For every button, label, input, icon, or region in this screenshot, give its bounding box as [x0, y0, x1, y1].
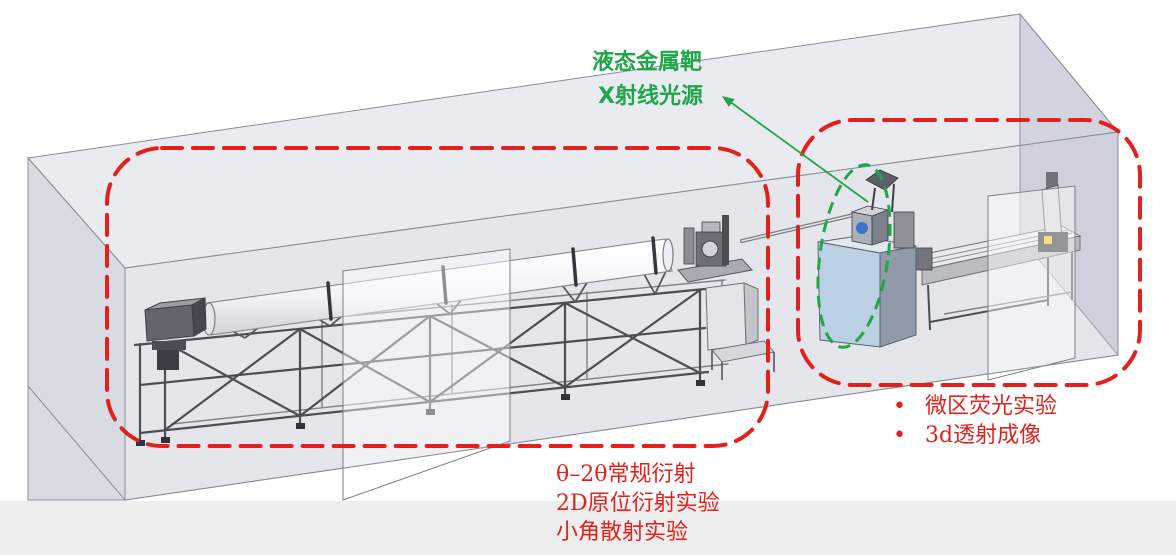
frame-brace	[428, 301, 567, 404]
tube-bracket	[244, 327, 259, 339]
tube-clamp	[571, 247, 578, 287]
right-station-item-label: 3d透射成像	[925, 423, 1042, 448]
detector-front	[144, 304, 195, 342]
frame-foot	[696, 380, 705, 386]
frame-foot	[161, 437, 170, 443]
tube-bracket	[654, 270, 667, 295]
detector-side	[191, 297, 207, 337]
left-station-line: 2D原位衍射实验	[556, 491, 720, 516]
bench-leg	[927, 284, 931, 331]
tube-bracket	[435, 302, 451, 315]
tube-clamp	[651, 236, 658, 275]
inner-wall-left	[342, 248, 511, 501]
goniometer	[677, 215, 775, 380]
tube-bracket	[449, 298, 463, 315]
frame-bottom-rail	[138, 370, 710, 435]
bullet: •	[893, 394, 906, 419]
tube-bracket	[561, 284, 576, 303]
frame-top-rail	[133, 287, 707, 347]
cabinet-panel	[893, 211, 915, 249]
goniometer-arm	[683, 227, 695, 265]
cabinet-front	[817, 241, 881, 348]
imaging-detector	[1038, 172, 1068, 252]
enclosure-floor-edge	[27, 385, 126, 501]
frame-brace	[563, 288, 702, 389]
source-label-line: 液态金属靶	[592, 50, 703, 75]
source-tower-strut	[871, 187, 876, 211]
detector-mount	[152, 341, 186, 350]
flight-tube-end	[662, 238, 674, 272]
frame-back-rail	[171, 363, 729, 425]
control-cabinet-front	[705, 282, 747, 351]
bench-base-rail	[929, 299, 1049, 323]
left-detector	[144, 297, 207, 370]
bullet: •	[893, 423, 906, 448]
left-station-line: 小角散射实验	[556, 520, 689, 545]
source-window	[856, 222, 868, 234]
detector-marker	[1044, 236, 1052, 244]
footer-band	[0, 501, 1176, 555]
tube-bracket	[574, 280, 589, 303]
frame-foot	[426, 409, 435, 415]
source-label: 液态金属靶 X射线光源	[592, 46, 703, 114]
detector-stand	[157, 350, 179, 370]
left-station-line: θ–2θ常规衍射	[556, 462, 696, 487]
frame-brace	[163, 327, 302, 432]
bench-base-rail	[943, 291, 1073, 315]
inner-wall-right	[987, 185, 1076, 381]
frame-brace	[298, 314, 432, 418]
left-support-frame	[133, 279, 729, 446]
source-tower-strut	[891, 183, 895, 213]
right-station-item: • 3d透射成像	[893, 421, 1057, 450]
frame-foot	[136, 440, 145, 446]
frame-foot	[561, 394, 570, 400]
source-cabinet	[817, 169, 917, 348]
frame-mid-rail	[138, 326, 707, 387]
goniometer-head	[701, 221, 721, 233]
tube-bracket	[643, 273, 656, 295]
left-station-list: θ–2θ常规衍射 2D原位衍射实验 小角散射实验	[556, 460, 720, 547]
left-station-highlight	[105, 146, 770, 448]
source-side	[871, 209, 889, 246]
enclosure-front-bottom-edge	[124, 354, 1119, 501]
cabinet-side	[879, 245, 917, 348]
control-cabinet-side	[743, 282, 759, 346]
right-station-item: • 微区荧光实验	[893, 392, 1057, 421]
goniometer-circle	[701, 240, 719, 258]
tube-clamp	[326, 281, 333, 321]
right-station-list: • 微区荧光实验 • 3d透射成像	[893, 392, 1057, 450]
source-pointer-arrow	[728, 100, 869, 203]
source-label-line: X射线光源	[598, 84, 703, 109]
frame-foot	[296, 423, 305, 429]
right-station-item-label: 微区荧光实验	[925, 394, 1058, 419]
source-pointer-arrowhead	[722, 96, 735, 107]
tube-clamp	[441, 265, 448, 305]
goniometer-column	[722, 215, 729, 265]
